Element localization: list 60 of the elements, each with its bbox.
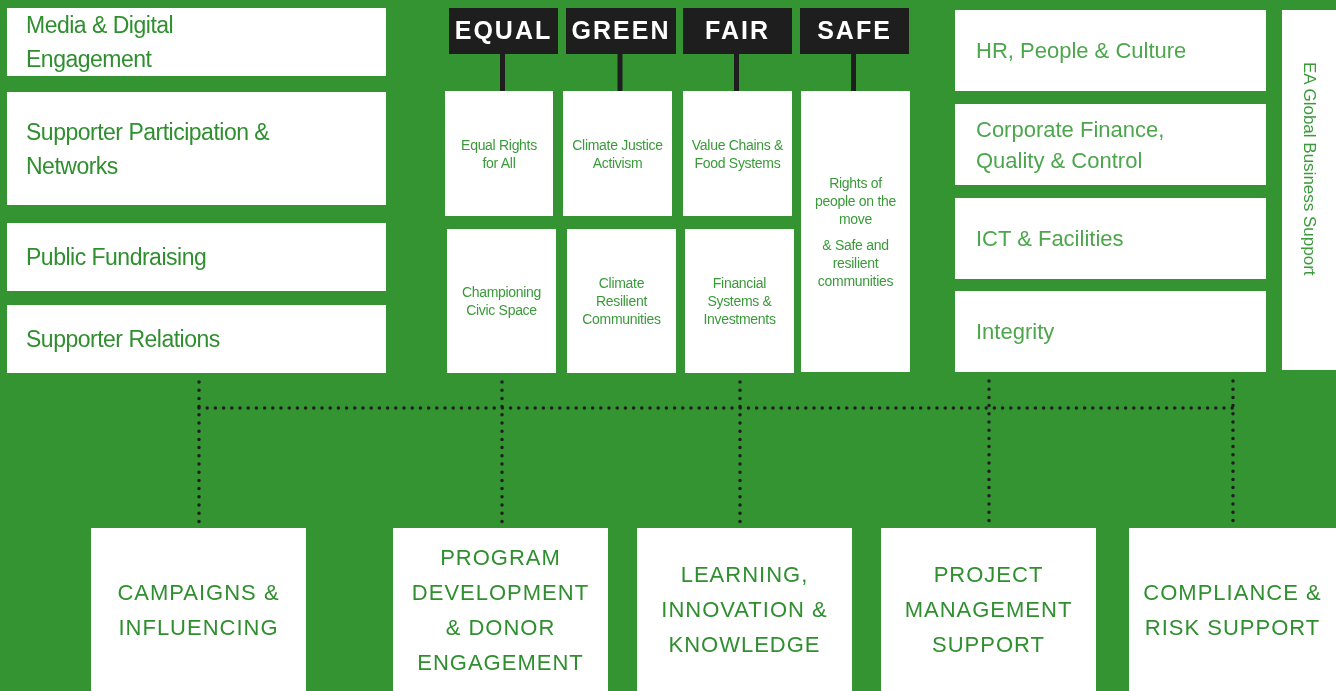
theme-box xyxy=(801,91,910,372)
connector-line xyxy=(734,54,739,91)
node-label: Supporter Relations xyxy=(26,325,220,354)
function-box xyxy=(881,528,1096,691)
theme-box xyxy=(445,91,553,216)
connector-line xyxy=(500,380,504,524)
connector-line xyxy=(851,54,856,91)
connector-line xyxy=(738,380,742,524)
theme-box xyxy=(567,229,676,373)
connector-line xyxy=(987,379,991,524)
connector-line xyxy=(500,54,505,91)
theme-box xyxy=(683,91,792,216)
function-box xyxy=(637,528,852,691)
unit-box xyxy=(955,104,1266,185)
function-box xyxy=(393,528,608,691)
node-label: Integrity xyxy=(976,318,1055,346)
node-label: Climate Resilient Communities xyxy=(581,274,662,328)
unit-box xyxy=(7,305,386,373)
node-label: EA Global Business Support xyxy=(1298,62,1320,276)
node-label: CAMPAIGNS & INFLUENCING xyxy=(116,578,281,642)
theme-box xyxy=(447,229,556,373)
function-box xyxy=(1129,528,1336,691)
node-label: Rights of people on the move xyxy=(814,173,897,228)
unit-box xyxy=(955,198,1266,279)
unit-box xyxy=(955,291,1266,372)
pillar-header xyxy=(683,8,792,54)
node-label: PROJECT MANAGEMENT SUPPORT xyxy=(903,561,1074,659)
node-label: Championing Civic Space xyxy=(460,283,543,319)
node-label: LEARNING, INNOVATION & KNOWLEDGE xyxy=(660,561,829,659)
unit-box xyxy=(7,223,386,291)
node-label: EQUAL xyxy=(454,15,553,47)
node-label: Climate Justice Activism xyxy=(571,135,664,172)
function-box xyxy=(91,528,306,691)
connector-line xyxy=(197,380,201,524)
node-label: COMPLIANCE & RISK SUPPORT xyxy=(1142,578,1323,642)
node-label: Financial Systems & Investments xyxy=(702,274,777,328)
node-label: Public Fundraising xyxy=(26,243,207,272)
side-panel xyxy=(1282,10,1336,370)
node-label: GREEN xyxy=(571,15,671,47)
node-label: PROGRAM DEVELOPMENT & DONOR ENGAGEMENT xyxy=(410,543,591,677)
node-label: Supporter Participation & Networks xyxy=(26,117,271,181)
node-label: & Safe and resilient communities xyxy=(816,235,895,290)
connector-line xyxy=(1231,379,1235,524)
node-label: Equal Rights for All xyxy=(460,135,538,172)
node-label: ICT & Facilities xyxy=(976,225,1124,253)
unit-box xyxy=(7,8,386,76)
pillar-header xyxy=(566,8,676,54)
pillar-header xyxy=(449,8,558,54)
connector-line xyxy=(617,54,623,91)
unit-box xyxy=(955,10,1266,91)
theme-box xyxy=(563,91,672,216)
node-label: Media & Digital Engagement xyxy=(26,11,175,74)
unit-box xyxy=(7,92,386,205)
node-label: FAIR xyxy=(705,15,770,47)
theme-box xyxy=(685,229,794,373)
pillar-header xyxy=(800,8,909,54)
node-label: HR, People & Culture xyxy=(976,37,1187,65)
node-label: Value Chains & Food Systems xyxy=(691,135,784,172)
node-label: SAFE xyxy=(817,15,892,47)
node-label: Corporate Finance, Quality & Control xyxy=(976,115,1166,175)
